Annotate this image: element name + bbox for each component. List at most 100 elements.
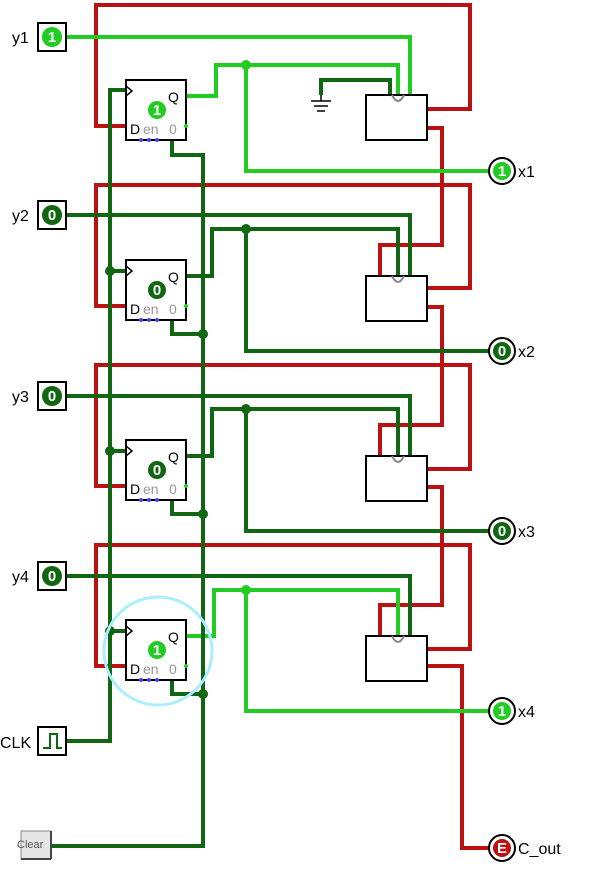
selection-highlight bbox=[102, 595, 214, 707]
q-label: Q bbox=[168, 449, 179, 465]
zero-label: 0 bbox=[169, 301, 177, 317]
input-pin-y3[interactable]: y3 0 bbox=[12, 381, 67, 411]
clear-button-label: Clear bbox=[17, 839, 44, 851]
adder-notch-icon bbox=[391, 275, 405, 283]
register-value: 0 bbox=[153, 462, 161, 479]
clock-triangle-icon bbox=[125, 85, 134, 97]
d-label: D bbox=[130, 661, 140, 677]
clock-wave-icon bbox=[43, 733, 62, 749]
input-pin-y4[interactable]: y4 0 bbox=[12, 561, 67, 591]
adder-notch-icon bbox=[391, 455, 405, 463]
port-dot bbox=[184, 484, 188, 488]
adder-4[interactable] bbox=[365, 635, 428, 682]
clear-button[interactable]: Clear bbox=[17, 830, 52, 860]
register-state-indicator bbox=[148, 461, 166, 479]
zero-label: 0 bbox=[169, 481, 177, 497]
output-value: E bbox=[497, 840, 507, 857]
port-dot bbox=[147, 498, 151, 502]
register-value: 0 bbox=[153, 282, 161, 299]
clock-triangle-icon bbox=[125, 625, 134, 637]
port-dot bbox=[155, 138, 159, 142]
q-label: Q bbox=[168, 629, 179, 645]
output-value: 0 bbox=[498, 343, 506, 360]
zero-label: 0 bbox=[169, 661, 177, 677]
input-value: 0 bbox=[48, 207, 56, 224]
input-state-indicator bbox=[42, 205, 62, 225]
signal-wires bbox=[52, 35, 490, 848]
input-value: 0 bbox=[48, 568, 56, 585]
port-dot bbox=[155, 498, 159, 502]
output-value: 1 bbox=[498, 163, 506, 180]
output-state-indicator bbox=[493, 839, 511, 857]
adder-3[interactable] bbox=[365, 455, 428, 502]
adder-2[interactable] bbox=[365, 275, 428, 322]
clock-input[interactable]: CLK bbox=[0, 726, 67, 756]
output-label: x3 bbox=[518, 524, 535, 541]
adder-notch-icon bbox=[391, 635, 405, 643]
d-label: D bbox=[130, 121, 140, 137]
adder-1[interactable] bbox=[365, 94, 428, 141]
clock-triangle-icon bbox=[125, 265, 134, 277]
register-state-indicator bbox=[148, 641, 166, 659]
port-dot bbox=[139, 318, 143, 322]
en-label: en bbox=[143, 301, 159, 317]
q-label: Q bbox=[168, 89, 179, 105]
input-state-indicator bbox=[42, 566, 62, 586]
port-dot bbox=[147, 678, 151, 682]
output-label: x2 bbox=[518, 344, 535, 361]
output-label: x4 bbox=[518, 704, 535, 721]
input-label: y3 bbox=[12, 389, 29, 406]
register-state-indicator bbox=[148, 281, 166, 299]
output-value: 1 bbox=[498, 703, 506, 720]
output-value: 0 bbox=[498, 523, 506, 540]
input-pin-y1[interactable]: y1 1 bbox=[12, 22, 67, 52]
input-value: 1 bbox=[48, 29, 56, 46]
output-state-indicator bbox=[493, 702, 511, 720]
input-label: y4 bbox=[12, 569, 29, 586]
output-label: C_out bbox=[518, 841, 561, 858]
port-dot bbox=[139, 678, 143, 682]
ground-icon bbox=[311, 95, 331, 112]
input-label: y1 bbox=[12, 30, 29, 47]
d-label: D bbox=[130, 481, 140, 497]
input-state-indicator bbox=[42, 386, 62, 406]
en-label: en bbox=[143, 121, 159, 137]
d-label: D bbox=[130, 301, 140, 317]
clock-label: CLK bbox=[0, 735, 31, 752]
port-dot bbox=[184, 304, 188, 308]
input-value: 0 bbox=[48, 388, 56, 405]
output-pin-x2: 0 x2 bbox=[488, 337, 535, 365]
port-dot bbox=[155, 318, 159, 322]
wire-junctions bbox=[105, 60, 251, 699]
register-value: 1 bbox=[153, 642, 161, 659]
port-dot bbox=[155, 678, 159, 682]
carry-wires bbox=[94, 3, 490, 850]
output-state-indicator bbox=[493, 522, 511, 540]
port-dot bbox=[139, 498, 143, 502]
port-dot bbox=[139, 138, 143, 142]
en-label: en bbox=[143, 661, 159, 677]
input-state-indicator bbox=[42, 27, 62, 47]
q-label: Q bbox=[168, 269, 179, 285]
output-state-indicator bbox=[493, 342, 511, 360]
zero-label: 0 bbox=[169, 121, 177, 137]
register-value: 1 bbox=[153, 102, 161, 119]
adder-notch-icon bbox=[391, 94, 405, 102]
output-pin-x1: 1 x1 bbox=[488, 157, 535, 185]
output-pin-x4: 1 x4 bbox=[488, 697, 535, 725]
output-state-indicator bbox=[493, 162, 511, 180]
output-label: x1 bbox=[518, 164, 535, 181]
register-state-indicator bbox=[148, 101, 166, 119]
output-pin-C_out: E C_out bbox=[488, 834, 561, 862]
port-dot bbox=[147, 138, 151, 142]
port-dot bbox=[184, 664, 188, 668]
output-pin-x3: 0 x3 bbox=[488, 517, 535, 545]
port-dot bbox=[147, 318, 151, 322]
clock-triangle-icon bbox=[125, 445, 134, 457]
